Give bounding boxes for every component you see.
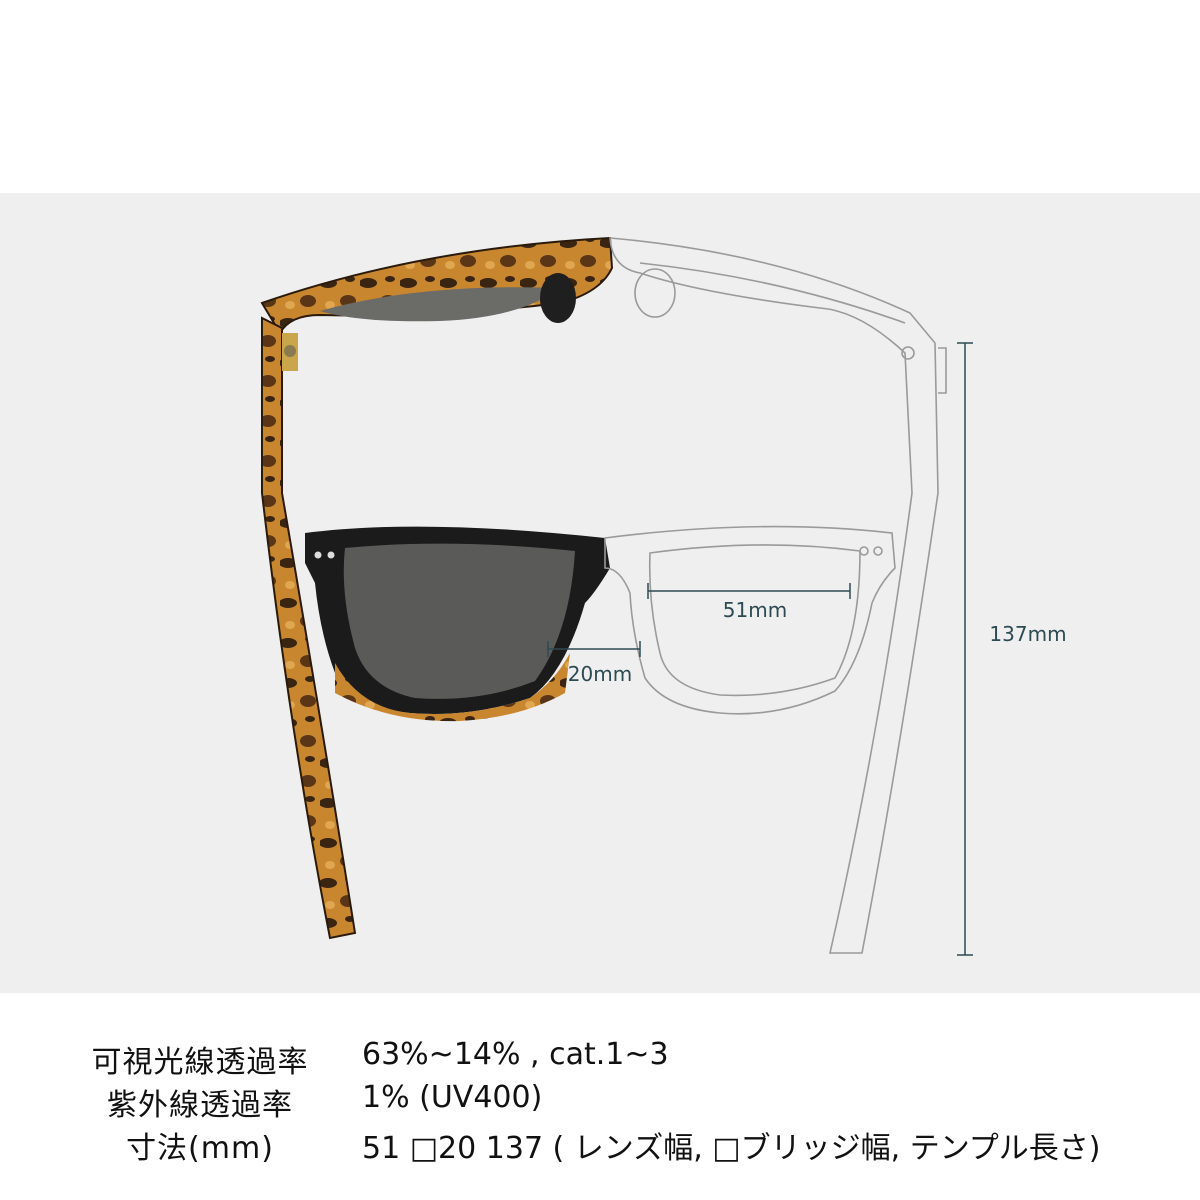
product-image-panel: 51mm 20mm 137mm	[0, 193, 1200, 993]
spec-value: 51 □20 137 ( レンズ幅, □ブリッジ幅, テンプル長さ)	[362, 1131, 1101, 1166]
dimension-lines	[547, 342, 973, 956]
spec-value: 63%~14% , cat.1~3	[362, 1037, 669, 1072]
spec-value: 1% (UV400)	[362, 1080, 543, 1115]
spec-label: 紫外線透過率	[107, 1088, 293, 1123]
spec-label: 可視光線透過率	[91, 1045, 309, 1080]
temple-length-label: 137mm	[989, 622, 1066, 646]
bridge-width-label: 20mm	[568, 662, 632, 686]
sunglasses-dimension-illustration: 51mm 20mm 137mm	[260, 236, 1067, 956]
sunglasses-photo-left-half	[260, 236, 614, 940]
sunglasses-outline-right-half	[604, 237, 947, 954]
lens-width-label: 51mm	[723, 598, 787, 622]
spec-row-uv: 紫外線透過率 1% (UV400)	[0, 1080, 1200, 1124]
spec-label: 寸法(mm)	[126, 1131, 274, 1166]
spec-row-dimensions: 寸法(mm) 51 □20 137 ( レンズ幅, □ブリッジ幅, テンプル長さ…	[0, 1123, 1200, 1167]
spec-row-visible-light: 可視光線透過率 63%~14% , cat.1~3	[0, 1037, 1200, 1081]
